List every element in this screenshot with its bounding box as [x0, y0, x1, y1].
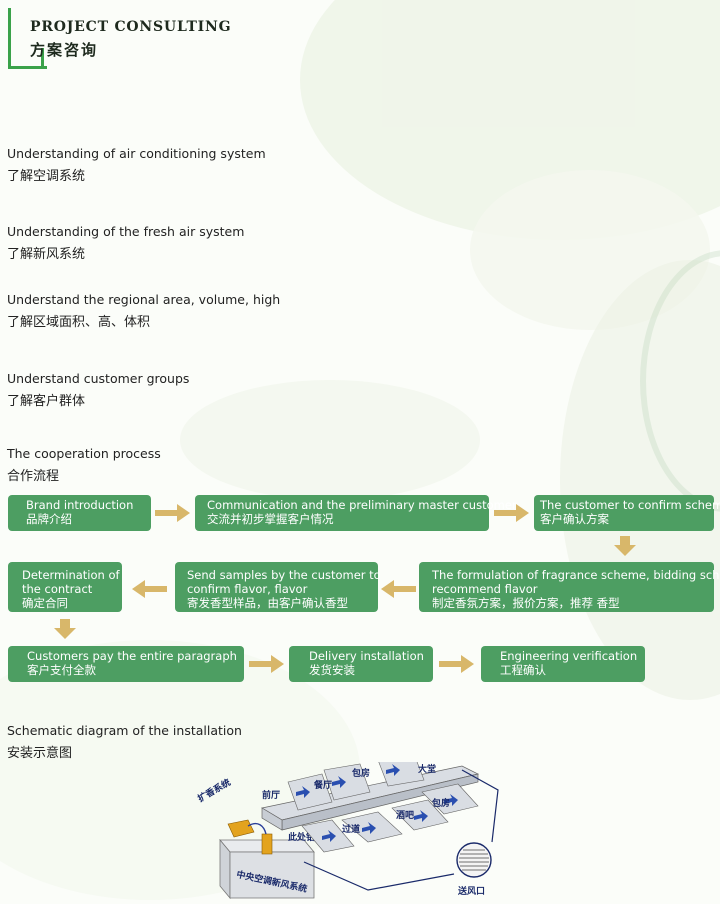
return-air-line — [303, 861, 455, 891]
section-customer-groups: Understand customer groups 了解客户群体 — [7, 371, 189, 409]
label-corridor: 过道 — [342, 823, 360, 835]
installation-schematic: 中央空调新风系统 扩香系统 此处钻孔 前厅 餐厅 包房 大堂 包房 酒吧 过道 — [196, 762, 499, 900]
label-air-outlet: 送风口 — [457, 885, 485, 897]
label-hall: 前厅 — [262, 789, 280, 801]
airflow-arrows — [296, 764, 458, 842]
arrow-left-icon — [381, 580, 416, 598]
page-header: PROJECT CONSULTING 方案咨询 — [8, 8, 238, 69]
label-private-room-2: 包房 — [431, 797, 450, 809]
fragrance-machine — [227, 819, 273, 855]
arrow-down-icon — [614, 536, 636, 556]
section-fresh-air: Understanding of the fresh air system 了解… — [7, 224, 244, 262]
label-private-room-1: 包房 — [351, 767, 370, 779]
process-step-verification: Engineering verification 工程确认 — [481, 646, 645, 682]
arrow-down-icon — [54, 619, 76, 639]
label-fragrance-system: 扩香系统 — [196, 776, 233, 804]
step-label-cn: 品牌介绍 — [26, 512, 72, 526]
section-title-cn: 安装示意图 — [7, 746, 73, 761]
arrow-right-icon — [494, 504, 529, 522]
section-title-cn: 了解新风系统 — [7, 247, 86, 262]
arrow-right-icon — [155, 504, 190, 522]
step-label-en: The formulation of fragrance scheme, bid… — [432, 568, 720, 582]
step-label-cn: 制定香氛方案，报价方案，推荐 香型 — [432, 596, 620, 610]
header-bracket-tick — [41, 48, 44, 69]
step-label-en: Determination of — [22, 568, 120, 582]
step-label-cn: 寄发香型样品，由客户确认香型 — [187, 596, 348, 610]
process-step-confirm-scheme: The customer to confirm scheme 客户确认方案 — [534, 495, 720, 531]
section-title-en: Schematic diagram of the installation — [7, 723, 242, 738]
process-step-payment: Customers pay the entire paragraph 客户支付全… — [8, 646, 244, 682]
step-label-en: The customer to confirm scheme — [540, 498, 720, 512]
step-label-en-line2: the contract — [22, 582, 93, 596]
section-title-cn: 了解客户群体 — [7, 394, 86, 409]
process-step-communication: Communication and the preliminary master… — [195, 495, 517, 531]
step-label-en: Delivery installation — [309, 649, 424, 663]
step-label-en: Engineering verification — [500, 649, 638, 663]
section-regional-area: Understand the regional area, volume, hi… — [7, 292, 280, 330]
section-title-en: Understand customer groups — [7, 371, 190, 386]
label-bar: 酒吧 — [396, 809, 414, 821]
step-label-cn: 工程确认 — [500, 663, 546, 677]
process-step-formulation: The formulation of fragrance scheme, bid… — [419, 562, 720, 612]
section-title-cn: 了解空调系统 — [7, 169, 86, 184]
process-step-brand-introduction: Brand introduction 品牌介绍 — [8, 495, 151, 531]
section-cooperation-process: The cooperation process 合作流程 — [7, 446, 161, 484]
arrow-left-icon — [132, 580, 167, 598]
section-title-cn: 了解区域面积、高、体积 — [7, 315, 151, 330]
process-step-send-samples: Send samples by the customer to confirm … — [175, 562, 381, 612]
step-label-en-line2: confirm flavor, flavor — [187, 582, 308, 596]
section-title-en: Understanding of the fresh air system — [7, 224, 245, 239]
section-air-conditioning: Understanding of air conditioning system… — [7, 146, 266, 184]
arrow-right-icon — [439, 655, 474, 673]
step-label-cn: 交流并初步掌握客户情况 — [207, 512, 334, 526]
header-title-en: PROJECT CONSULTING — [30, 19, 232, 35]
step-label-cn: 发货安装 — [309, 663, 355, 677]
header-title-cn: 方案咨询 — [30, 41, 99, 59]
step-label-cn: 客户确认方案 — [540, 512, 609, 526]
section-title-en: The cooperation process — [7, 446, 161, 461]
return-air-line — [461, 769, 499, 843]
label-lobby: 大堂 — [418, 763, 436, 775]
central-ac-unit: 中央空调新风系统 — [219, 838, 315, 900]
header-bracket — [8, 8, 47, 69]
section-title-cn: 合作流程 — [7, 469, 60, 484]
step-label-cn: 客户支付全款 — [27, 663, 96, 677]
step-label-en-line2: recommend flavor — [432, 582, 538, 596]
step-label-en: Send samples by the customer to — [187, 568, 381, 582]
section-installation-diagram: Schematic diagram of the installation 安装… — [7, 723, 242, 761]
process-step-delivery: Delivery installation 发货安装 — [289, 646, 433, 682]
section-title-en: Understand the regional area, volume, hi… — [7, 292, 281, 307]
step-label-en: Customers pay the entire paragraph — [27, 649, 237, 663]
section-title-en: Understanding of air conditioning system — [7, 146, 266, 161]
arrow-right-icon — [249, 655, 284, 673]
air-outlet-grille — [456, 842, 492, 878]
step-label-en: Communication and the preliminary master… — [207, 498, 517, 512]
process-step-contract: Determination of the contract 确定合同 — [8, 562, 122, 612]
step-label-en: Brand introduction — [26, 498, 134, 512]
label-restaurant: 餐厅 — [313, 779, 332, 791]
step-label-cn: 确定合同 — [22, 596, 68, 610]
